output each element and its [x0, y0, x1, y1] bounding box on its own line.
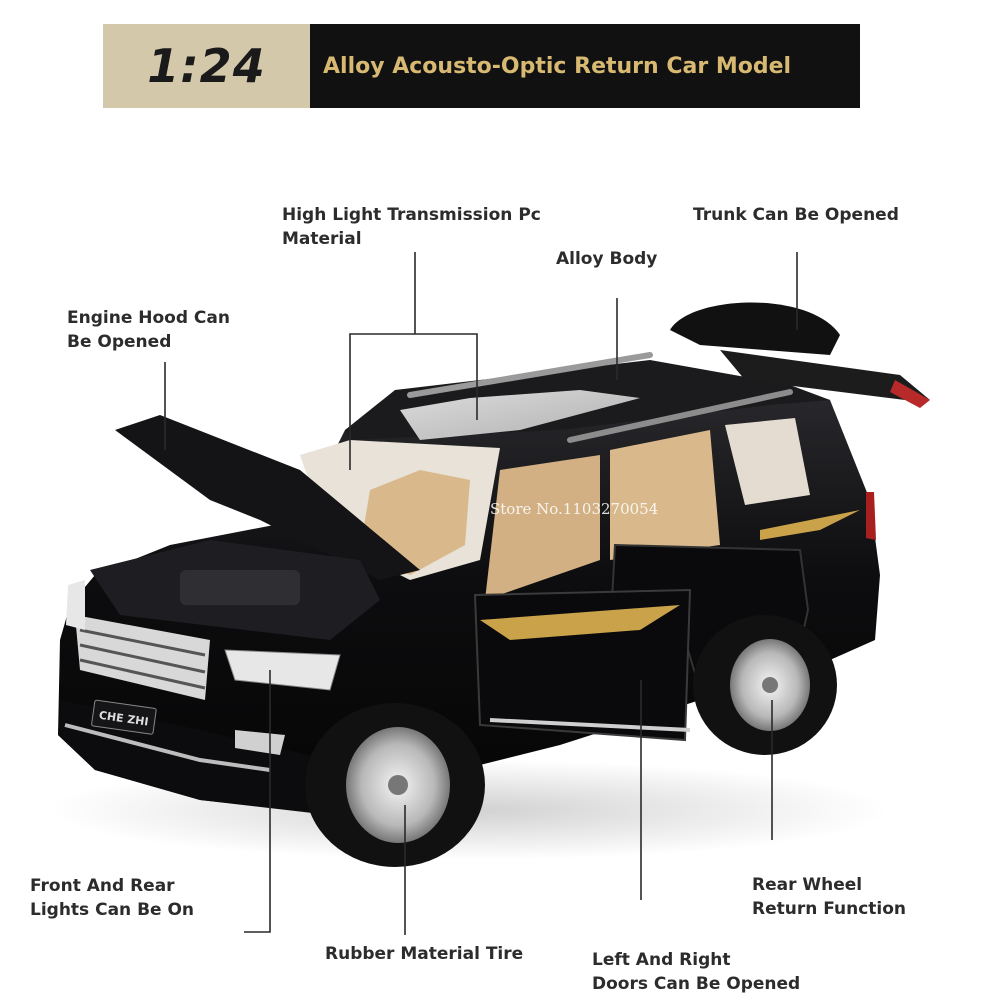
label-hood: Engine Hood Can Be Opened: [67, 306, 230, 354]
label-hood-line2: Be Opened: [67, 332, 172, 352]
sunroof: [400, 390, 640, 440]
leader-pc-material: [349, 252, 478, 470]
front-wheel: [305, 703, 485, 867]
engine-cover: [180, 570, 300, 605]
trunk-glass: [720, 350, 930, 400]
leader-lines: [164, 252, 798, 935]
label-tire: Rubber Material Tire: [325, 944, 524, 964]
front-door-stripe: [480, 605, 680, 640]
label-rear-wheel-line1: Rear Wheel: [752, 875, 863, 895]
door-sill: [489, 718, 691, 732]
label-pc-material: High Light Transmission Pc Material: [282, 203, 541, 251]
label-rear-wheel-line2: Return Function: [752, 899, 907, 919]
label-trunk: Trunk Can Be Opened: [693, 205, 899, 225]
side-tail-light: [866, 492, 876, 540]
label-pc-material-line2: Material: [282, 229, 362, 249]
leader-lights: [244, 670, 271, 933]
fog-light: [235, 730, 285, 755]
trunk-lid-open: [670, 302, 840, 355]
side-window-rear: [610, 430, 720, 560]
label-hood-line1: Engine Hood Can: [67, 308, 230, 328]
label-doors: Left And Right Doors Can Be Opened: [592, 948, 800, 996]
rear-wheel: [693, 615, 837, 755]
tail-light: [890, 380, 930, 408]
scale-text: 1:24: [147, 39, 266, 93]
label-rear-wheel: Rear Wheel Return Function: [752, 873, 906, 921]
title-bar: Alloy Acousto-Optic Return Car Model: [310, 24, 860, 108]
headlight-left: [66, 580, 85, 630]
engine-hood-open: [115, 415, 420, 580]
label-lights-line1: Front And Rear: [30, 876, 175, 896]
gold-stripe: [760, 510, 860, 540]
label-lights-line2: Lights Can Be On: [30, 900, 195, 920]
store-watermark: Store No.1103270054: [490, 500, 659, 518]
label-doors-line2: Doors Can Be Opened: [592, 974, 801, 994]
label-doors-line1: Left And Right: [592, 950, 731, 970]
bumper-chrome: [64, 723, 271, 772]
title-banner: 1:24 Alloy Acousto-Optic Return Car Mode…: [103, 24, 860, 108]
grille-bar: [79, 628, 206, 657]
license-plate: CHE ZHI: [91, 699, 157, 735]
headlight-right: [224, 649, 341, 691]
label-pc-material-line1: High Light Transmission Pc: [282, 205, 541, 225]
roof-rail-rear: [567, 389, 793, 443]
label-lights: Front And Rear Lights Can Be On: [30, 874, 194, 922]
rear-quarter-window: [725, 418, 810, 505]
side-window-front: [485, 455, 600, 600]
label-alloy-body: Alloy Body: [556, 249, 658, 269]
product-title: Alloy Acousto-Optic Return Car Model: [323, 53, 792, 79]
grille-bar: [79, 658, 206, 690]
grille-bar: [79, 643, 206, 674]
roof-rail: [407, 352, 653, 398]
scale-badge: 1:24: [103, 24, 310, 108]
